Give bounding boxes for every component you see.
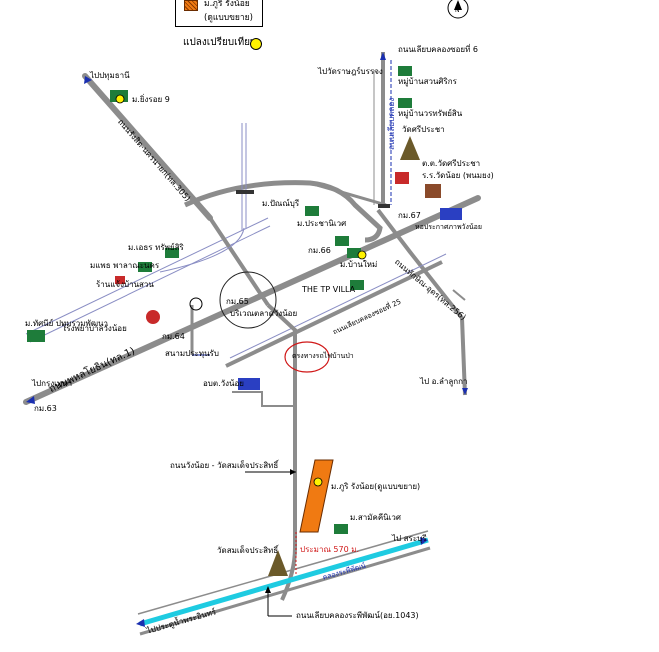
road-phahon <box>23 195 481 405</box>
house-icon <box>27 66 412 534</box>
label-wangnoi-circle: บริเวณตลาดวังน้อย <box>230 309 298 318</box>
wangnoi-circle <box>219 271 277 329</box>
legend-box: ม.ภูริ รังน้อย (ดูแบบขยาย) <box>175 0 263 27</box>
label-km67: กม.67 <box>398 211 421 220</box>
project-swatch <box>184 0 198 11</box>
landmark-ellipse <box>284 341 330 373</box>
label-moo-samakhi: ม.สามัคคีนิเวศ <box>350 513 401 522</box>
label-km63: กม.63 <box>34 404 57 413</box>
label-market: ต.ต.วัดศรีประชา <box>422 159 481 168</box>
legend-ferry-label: แปลงเปรียบเทียบ <box>183 37 257 48</box>
label-distance: ประมาณ 570 ม. <box>300 545 360 554</box>
legend-project-sub: (ดูแบบขยาย) <box>204 13 253 23</box>
label-to-wat-rachsatthatham: ไปวัดราษฎร์บรรจง <box>318 67 383 76</box>
label-km66: กม.66 <box>308 246 331 255</box>
label-moo-thamai: ม.บ้านใหม่ <box>340 260 378 269</box>
label-police: หอประกาศภาพวังน้อย <box>415 223 482 231</box>
label-tp-villa: THE TP VILLA <box>302 285 356 294</box>
label-moo-singthong: ม.ยิ่งรอย 9 <box>132 95 170 104</box>
road-rangsit <box>82 73 213 221</box>
temple-icon <box>268 136 420 576</box>
label-moo-banrungsiri: หมู่บ้านสวนศิริกร <box>398 77 457 86</box>
north-label: N <box>455 7 460 14</box>
label-canal-road-bottom: ถนนเลียบคลองระพีพัฒน์(อย.1043) <box>296 611 419 620</box>
district-building <box>238 378 260 390</box>
label-post: สนามประทุนรับ <box>165 349 219 358</box>
label-to-saraburi: ไป สระบุรี <box>392 534 427 543</box>
label-soi-top: ถนนเลียบคลองซอยที่ 6 <box>398 45 478 54</box>
ferry-dot-icon <box>250 38 262 50</box>
label-district: อบต.วังน้อย <box>203 379 244 388</box>
police-building <box>440 208 462 220</box>
label-km65: กม.65 <box>226 297 249 306</box>
canal-rapee <box>139 537 429 627</box>
north-arrow-icon <box>447 0 469 19</box>
legend-project-name: ม.ภูริ รังน้อย <box>204 0 250 9</box>
label-wat-sriprachar: วัดศรีประชา <box>402 125 445 134</box>
label-moo-prachaniwes: ม.ประชานิเวศ <box>297 219 347 228</box>
label-moo-baansuan: หมู่บ้านวรทรัพย์สิน <box>398 109 463 118</box>
label-moo-rangsit: ม.ทัศนีย์ ปทุมรวมพัฒนา <box>25 319 109 328</box>
label-shop: ร้านแจ้งบ้านสวน <box>96 280 154 289</box>
label-moo-surasak: ม.เอธร ทรัพย์สิริ <box>128 243 184 252</box>
label-to-bangkok: ไปกรุงเทพฯ <box>32 379 72 388</box>
label-km64: กม.64 <box>162 332 185 341</box>
label-hospital: โรงพยาบาลวังน้อย <box>62 324 127 333</box>
label-moo-phatthana: มแพธ พาลาณะนคร <box>90 261 160 270</box>
label-school: ร.ร.วัดน้อย (พนมยง) <box>422 171 494 180</box>
label-canal-road: ถนนเลียบคลอง <box>387 97 396 150</box>
project-plot <box>299 459 334 533</box>
label-landmark-red: ตรงทางรถไฟบ้านป่า <box>292 352 354 360</box>
label-project-main: ม.ภูริ รังน้อย(ดูแบบขยาย) <box>331 482 421 491</box>
label-road-rongnoi: ถนนวังน้อย - วัดสมเด็จประสิทธิ์ <box>170 461 279 470</box>
label-moo-baanpak: ม.ปัณณ์บุรี <box>262 199 300 208</box>
label-wat-bottom: วัดสมเด็จประสิทธิ์ <box>217 546 279 555</box>
label-to-pathumthani: ไปปทุมธานี <box>90 71 130 80</box>
label-to-lamlukka: ไป อ.ลำลูกกา <box>420 377 468 386</box>
